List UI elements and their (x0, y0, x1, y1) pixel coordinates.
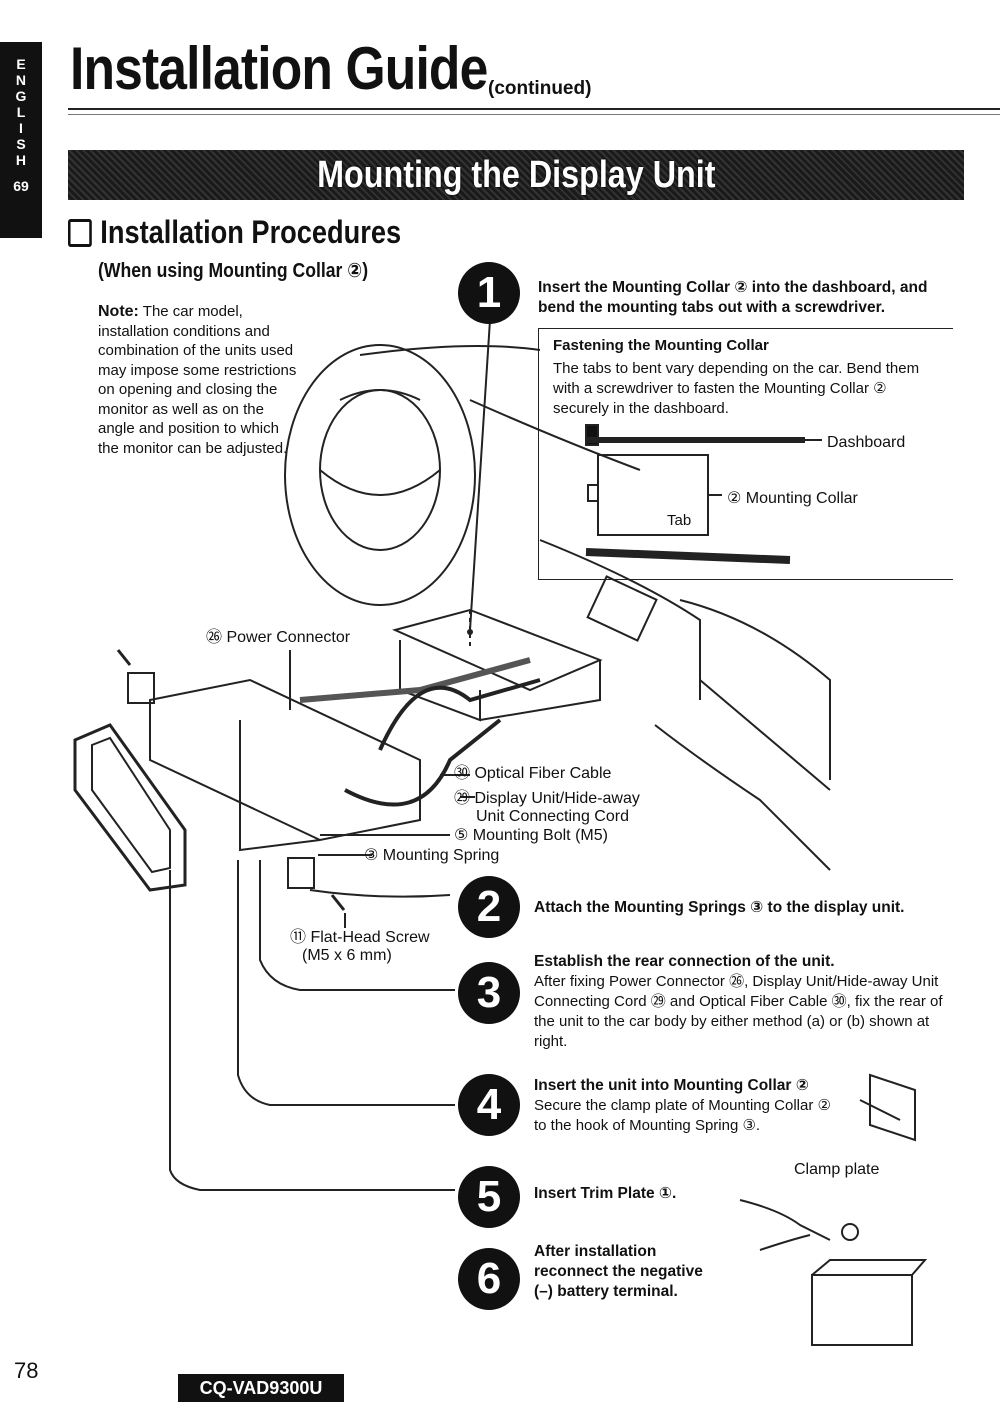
display-cord-label: ㉙ Display Unit/Hide-away (454, 790, 640, 807)
power-connector-label: ㉖ Power Connector (206, 629, 351, 646)
step-3-body: After fixing Power Connector ㉖, Display … (534, 973, 943, 1050)
header-rule (68, 108, 1000, 110)
section-subtitle: (When using Mounting Collar ②) (98, 260, 369, 282)
step-2-heading: Attach the Mounting Springs ③ to the dis… (534, 899, 905, 916)
fastening-heading: Fastening the Mounting Collar (553, 337, 769, 354)
flat-head-screw-size: (M5 x 6 mm) (302, 947, 392, 964)
lang-letter: H (15, 152, 27, 168)
chapter-banner: Mounting the Display Unit (68, 150, 964, 200)
step-5-heading: Insert Trim Plate ①. (534, 1185, 677, 1202)
tab-label: Tab (667, 512, 692, 529)
step-3-heading: Establish the rear connection of the uni… (534, 953, 835, 970)
display-cord-label-2: Unit Connecting Cord (476, 808, 629, 825)
mounting-spring-label: ③ Mounting Spring (364, 847, 500, 864)
flat-head-screw-label: ⑪ Flat-Head Screw (290, 929, 430, 946)
step-5-text: Insert Trim Plate ①. (534, 1184, 734, 1204)
step-6-heading: After installation reconnect the negativ… (534, 1243, 703, 1300)
step-1-heading: Insert the Mounting Collar ② into the da… (538, 279, 928, 316)
step-6-badge: 6 (458, 1248, 520, 1310)
fastening-body: The tabs to bent vary depending on the c… (553, 360, 920, 417)
language-tab: E N G L I S H 69 (0, 42, 42, 238)
section-page-number: 69 (13, 178, 29, 194)
banner-title: Mounting the Display Unit (316, 153, 716, 196)
title-continued: (continued) (488, 78, 592, 99)
header-rule-thin (68, 114, 1000, 115)
fastening-collar-box: Fastening the Mounting Collar The tabs t… (538, 328, 953, 580)
page-number: 78 (14, 1358, 39, 1383)
language-letters: E N G L I S H (16, 56, 27, 168)
collar-label: ② Mounting Collar (727, 490, 858, 507)
section-heading: Installation Procedures (68, 214, 401, 251)
step-3-text: Establish the rear connection of the uni… (534, 952, 954, 1052)
model-badge: CQ-VAD9300U (178, 1374, 344, 1402)
note-label: Note: (98, 303, 139, 320)
lang-letter: I (19, 120, 23, 136)
step-2-badge: 2 (458, 876, 520, 938)
mounting-bolt-label: ⑤ Mounting Bolt (M5) (454, 827, 608, 844)
step-1-text: Insert the Mounting Collar ② into the da… (538, 278, 948, 318)
step-4-heading: Insert the unit into Mounting Collar ② (534, 1077, 809, 1094)
lang-letter: G (15, 88, 27, 104)
optical-fiber-label: ㉚ Optical Fiber Cable (454, 765, 612, 782)
section-title: Installation Procedures (100, 214, 402, 250)
steering-wheel-icon (284, 344, 476, 606)
page-title: Installation Guide (70, 35, 488, 102)
lang-letter: N (15, 72, 27, 88)
lang-letter: L (16, 104, 26, 120)
step-3-badge: 3 (458, 962, 520, 1024)
step-1-badge: 1 (458, 262, 520, 324)
dashboard-label: Dashboard (827, 434, 906, 451)
step-5-badge: 5 (458, 1166, 520, 1228)
lang-letter: E (16, 56, 26, 72)
step-6-text: After installation reconnect the negativ… (534, 1242, 714, 1302)
step-4-badge: 4 (458, 1074, 520, 1136)
step-4-body: Secure the clamp plate of Mounting Colla… (534, 1097, 831, 1134)
step-2-text: Attach the Mounting Springs ③ to the dis… (534, 898, 954, 918)
step-4-text: Insert the unit into Mounting Collar ② S… (534, 1076, 844, 1136)
checkbox-bullet-icon (68, 218, 92, 247)
note-text: The car model, installation conditions a… (98, 303, 297, 457)
clamp-plate-label: Clamp plate (794, 1161, 880, 1178)
note-block: Note: The car model, installation condit… (98, 302, 298, 458)
lang-letter: S (16, 136, 26, 152)
